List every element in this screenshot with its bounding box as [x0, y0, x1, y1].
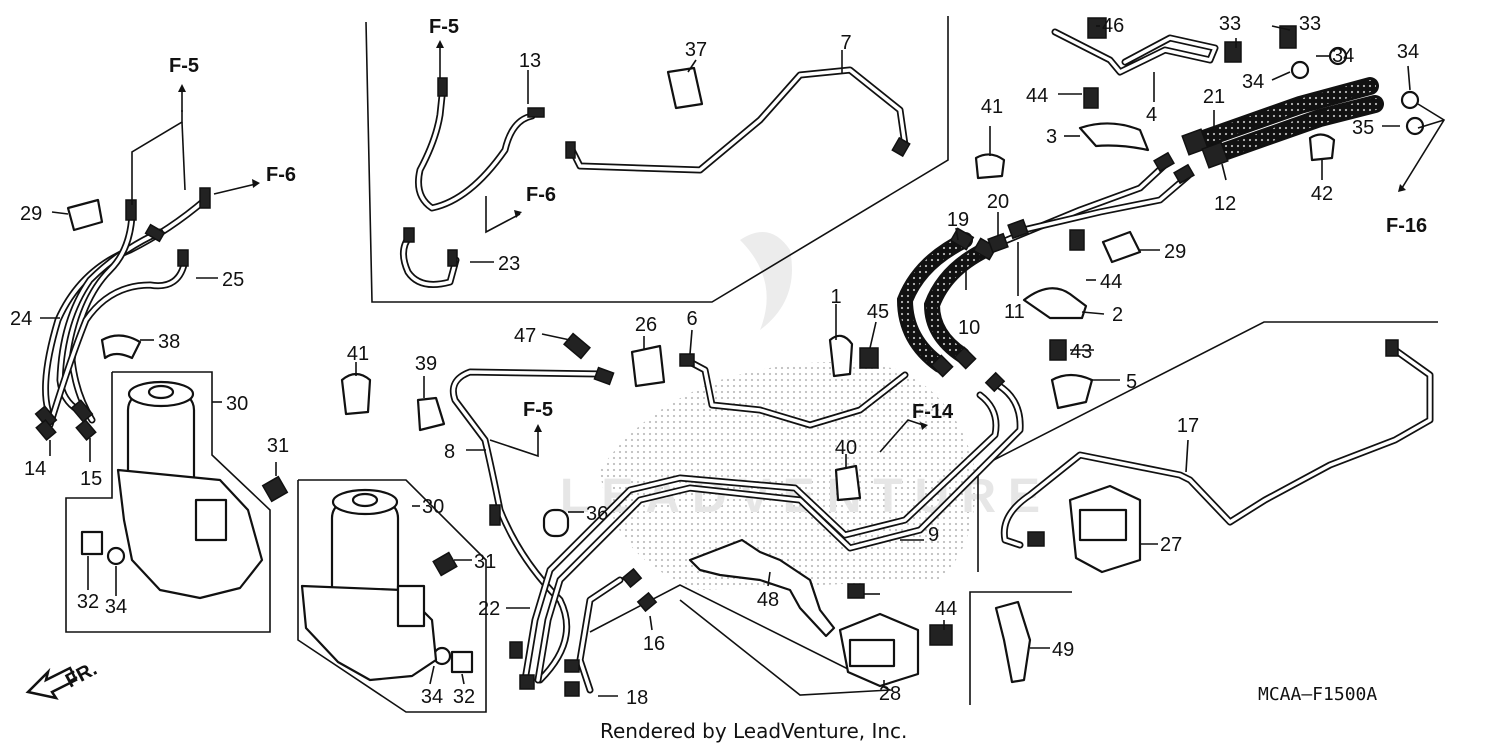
inset-panel-bracket — [969, 591, 1072, 705]
brake-lines — [42, 28, 1434, 694]
part-label: 45 — [867, 301, 889, 323]
part-label: 46 — [1102, 15, 1124, 37]
part-label: 41 — [347, 343, 369, 365]
part-label: 30 — [422, 496, 444, 518]
part-label: 17 — [1177, 415, 1199, 437]
proportioning-valve-27 — [1068, 484, 1142, 574]
part-label: 4 — [1146, 104, 1157, 126]
part-label: 12 — [1214, 193, 1236, 215]
part-label: 38 — [158, 331, 180, 353]
part-label: 43 — [1070, 341, 1092, 363]
render-credit: Rendered by LeadVenture, Inc. — [600, 719, 907, 743]
part-label: 1 — [830, 286, 841, 308]
part-label: 19 — [947, 209, 969, 231]
part-label: 13 — [519, 50, 541, 72]
part-label: 3 — [1046, 126, 1057, 148]
part-label: 49 — [1052, 639, 1074, 661]
leader-lines — [40, 25, 1446, 697]
part-label: 34 — [421, 686, 443, 708]
ref-label: F-6 — [266, 164, 296, 186]
ref-label: F-5 — [429, 16, 459, 38]
part-label: 14 — [24, 458, 46, 480]
part-label: 27 — [1160, 534, 1182, 556]
part-label: 25 — [222, 269, 244, 291]
part-label: 15 — [80, 468, 102, 490]
part-label: 5 — [1126, 371, 1137, 393]
part-label: 8 — [444, 441, 455, 463]
part-label: 34 — [1242, 71, 1264, 93]
part-label: 44 — [1026, 85, 1048, 107]
part-label: 42 — [1311, 183, 1333, 205]
part-label: 11 — [1004, 301, 1025, 323]
part-label: 37 — [685, 39, 707, 61]
part-label: 6 — [686, 308, 697, 330]
part-label: 33 — [1299, 13, 1321, 35]
part-label: 44 — [1100, 271, 1122, 293]
part-label: 47 — [514, 325, 536, 347]
inset-panel-lower-pump — [297, 479, 487, 713]
reference-labels: F-5 F-5 F-5 F-6 F-6 F-14 F-16 — [169, 16, 1427, 423]
part-label: 35 — [1352, 117, 1374, 139]
part-label: 24 — [10, 308, 32, 330]
part-label: 29 — [1164, 241, 1186, 263]
part-label: 33 — [1219, 13, 1241, 35]
part-label: 30 — [226, 393, 248, 415]
part-label: 21 — [1203, 86, 1225, 108]
part-label: 32 — [453, 686, 475, 708]
part-label: 9 — [928, 524, 939, 546]
part-label: 28 — [879, 683, 901, 705]
part-label: 48 — [757, 589, 779, 611]
part-label: 16 — [643, 633, 665, 655]
part-label: 18 — [626, 687, 648, 709]
part-label: 10 — [958, 317, 980, 339]
part-label: 22 — [478, 598, 500, 620]
part-label: 34 — [105, 596, 127, 618]
part-label: 41 — [981, 96, 1003, 118]
front-direction-label: FR. — [62, 658, 101, 693]
inset-panel-left-pump — [65, 371, 271, 633]
ref-label: F-5 — [169, 55, 199, 77]
part-label: 44 — [935, 598, 957, 620]
ref-label: F-5 — [523, 399, 553, 421]
part-label: 26 — [635, 314, 657, 336]
part-label: 32 — [77, 591, 99, 613]
part-label: 36 — [586, 503, 608, 525]
ref-label: F-16 — [1386, 215, 1427, 237]
part-label: 7 — [840, 32, 851, 54]
front-direction-arrow-icon — [25, 666, 78, 700]
arrows — [25, 40, 1406, 700]
proportioning-valve-28 — [838, 612, 920, 688]
part-label: 23 — [498, 253, 520, 275]
abs-modulator-lower — [300, 488, 438, 682]
part-label: 2 — [1112, 304, 1123, 326]
part-label: 29 — [20, 203, 42, 225]
inset-panel-top — [365, 16, 949, 303]
fittings — [34, 17, 1425, 697]
abs-modulator-upper — [116, 380, 264, 600]
part-label: 34 — [1397, 41, 1419, 63]
part-labels: 1 2 3 4 5 6 7 8 9 10 11 12 13 14 15 16 1… — [10, 13, 1419, 709]
part-label: 40 — [835, 437, 857, 459]
part-label: 39 — [415, 353, 437, 375]
ref-label: F-14 — [912, 401, 954, 423]
part-label: 34 — [1332, 45, 1354, 67]
inset-panel-right — [977, 321, 1438, 572]
diagram-code: MCAA—F1500A — [1258, 684, 1377, 705]
ref-label: F-6 — [526, 184, 556, 206]
part-label: 31 — [267, 435, 289, 457]
part-label: 31 — [474, 551, 496, 573]
part-label: 20 — [987, 191, 1009, 213]
